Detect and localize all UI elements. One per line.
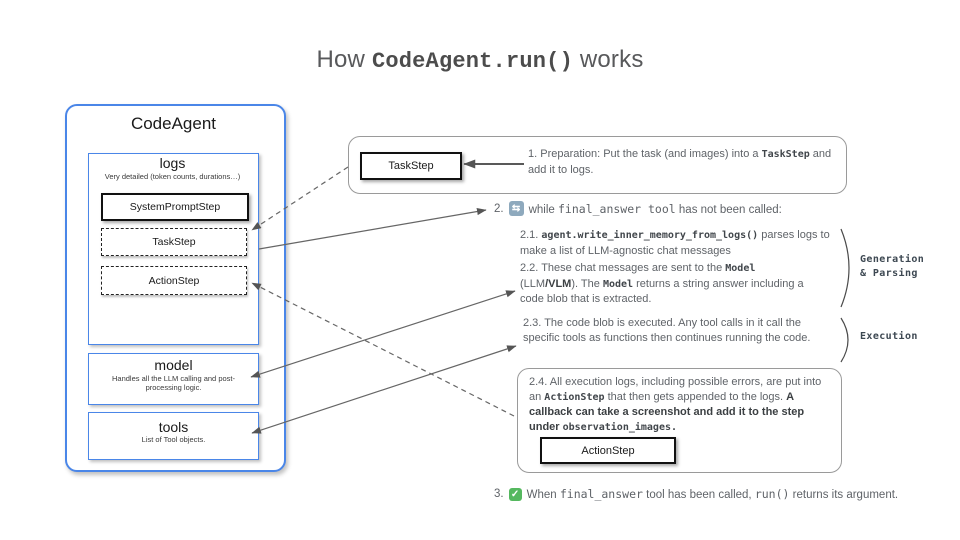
step21-code-write-inner-memory: agent.write_inner_memory_from_logs(): [541, 230, 759, 241]
tools-title: tools: [158, 419, 189, 435]
step3-code-run: run(): [754, 487, 790, 501]
step1-text-segment: 1. Preparation: Put the task (and images…: [528, 148, 762, 160]
step3-text-segment: tool has been called,: [642, 489, 755, 501]
step1-text: 1. Preparation: Put the task (and images…: [528, 147, 840, 177]
step22-text-segment: ). The: [571, 277, 603, 290]
step3-code-final-answer: final_answer: [559, 487, 643, 501]
step3-number: 3.: [494, 488, 504, 500]
step3-row: 3. ✓ When final_answer tool has been cal…: [494, 487, 898, 501]
execution-label: Execution: [860, 331, 918, 342]
model-box: model Handles all the LLM calling and po…: [88, 353, 259, 405]
step3-text-segment: returns its argument.: [789, 489, 899, 501]
logs-actionstep-box: ActionStep: [101, 266, 247, 295]
model-title: model: [154, 357, 193, 373]
step3-text-segment: When: [526, 489, 560, 501]
title-prefix: How: [316, 46, 372, 73]
step24-actionstep-box: ActionStep: [540, 437, 676, 464]
step21-text-segment: 2.1.: [520, 229, 542, 241]
step24-code-observation-images: observation_images.: [562, 421, 678, 433]
step22-code-model: Model: [725, 263, 756, 274]
step24-text-segment: 2.4. All execution logs, including possi…: [529, 376, 822, 403]
logs-taskstep-label: TaskStep: [152, 236, 196, 248]
arrow-step24-to-logs-actionstep: [251, 282, 515, 417]
step22-text-segment: 2.2. These chat messages are sent to the: [520, 262, 726, 274]
title-code: CodeAgent.run(): [371, 49, 573, 74]
generation-parsing-label: Generation & Parsing: [860, 253, 924, 281]
step22-bold-vlm: /VLM: [545, 277, 572, 290]
step22-text-segment: (LLM: [520, 277, 546, 290]
generation-parsing-paren: [840, 228, 850, 308]
step22-code-model: Model: [602, 278, 634, 290]
logs-systempromptstep-label: SystemPromptStep: [129, 201, 221, 213]
check-icon: ✓: [508, 487, 522, 501]
step24-code-actionstep: ActionStep: [544, 391, 605, 403]
model-subtitle: Handles all the LLM calling and post-pro…: [112, 374, 235, 392]
tools-box: tools List of Tool objects.: [88, 412, 259, 460]
loop-repeat-icon: ⇆: [508, 201, 524, 216]
step1-text-segment: and add it to logs.: [528, 148, 832, 176]
step2-text: while final_answer tool has not been cal…: [529, 202, 782, 216]
step1-taskstep-box: TaskStep: [360, 152, 462, 180]
step1-code-taskstep: TaskStep: [761, 149, 810, 160]
step24-actionstep-label: ActionStep: [581, 444, 635, 457]
step2-row: 2. ⇆ while final_answer tool has not bee…: [494, 201, 782, 216]
step22-text-segment: returns a string answer including a code…: [520, 277, 804, 306]
step2-number: 2.: [494, 202, 504, 215]
logs-taskstep-box: TaskStep: [101, 228, 247, 256]
page-title: How CodeAgent.run() works: [0, 46, 960, 74]
step2-text-segment: while: [528, 203, 558, 216]
step21-text: 2.1. agent.write_inner_memory_from_logs(…: [520, 228, 830, 258]
generation-label-line1: Generation: [860, 254, 925, 265]
step2-text-segment: has not been called:: [675, 203, 782, 216]
step2-code-final-answer: final_answer tool: [558, 201, 676, 216]
step24-text: 2.4. All execution logs, including possi…: [529, 375, 829, 435]
arrow-taskstep-to-step2: [258, 207, 487, 250]
arrow-model-step22: [250, 290, 516, 378]
step24-bold-callback: A callback can take a screenshot and add…: [529, 390, 805, 433]
execution-paren: [840, 317, 849, 363]
step24-text-segment: that then gets appended to the logs.: [604, 390, 787, 403]
logs-subtitle: Very detailed (token counts, durations…): [104, 172, 241, 181]
logs-systempromptstep-box: SystemPromptStep: [101, 193, 249, 221]
step21-text-segment: parses logs to make a list of LLM-agnost…: [520, 229, 830, 257]
tools-subtitle: List of Tool objects.: [141, 435, 206, 444]
step23-text: 2.3. The code blob is executed. Any tool…: [523, 317, 811, 344]
title-suffix: works: [572, 46, 644, 73]
step1-taskstep-label: TaskStep: [388, 160, 434, 172]
generation-label-line2: & Parsing: [860, 268, 918, 279]
step22-text: 2.2. These chat messages are sent to the…: [520, 261, 812, 307]
logs-title: logs: [159, 155, 186, 171]
logs-actionstep-label: ActionStep: [148, 274, 200, 287]
arrow-tools-step23: [251, 345, 517, 434]
step3-text: When final_answer tool has been called, …: [527, 487, 899, 501]
codeagent-title: CodeAgent: [130, 114, 217, 133]
